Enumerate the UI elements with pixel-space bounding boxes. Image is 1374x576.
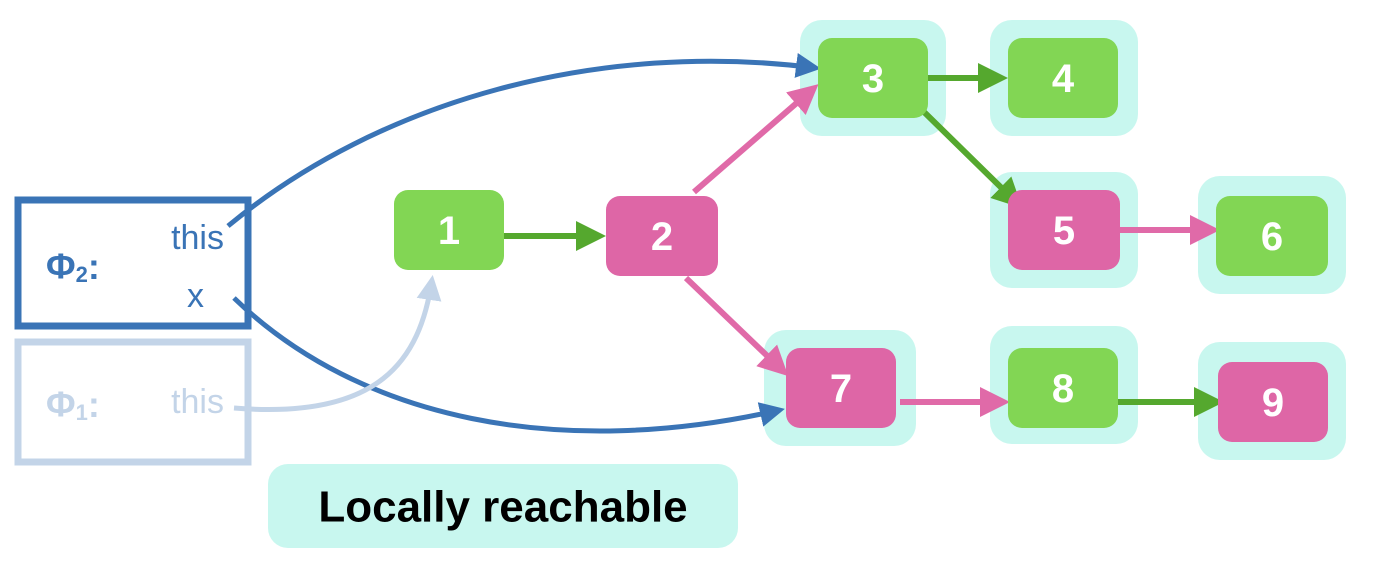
edges [226,53,1224,434]
edge-2-3 [692,84,819,195]
frame-phi2-label: Φ2: [46,246,100,287]
legend-box [268,464,738,548]
edge-phi1-this-1 [233,275,442,412]
edge-phi2-x-7 [232,296,785,434]
node-9: 9 [1218,362,1328,442]
node-4: 4 [1008,38,1118,118]
frame-phi2-field-x: x [187,277,204,315]
edge-2-7 [683,275,789,377]
node-1-label: 1 [438,209,460,253]
node-3-label: 3 [862,57,884,101]
node-6: 6 [1216,196,1328,276]
node-2-label: 2 [651,215,673,259]
node-8: 8 [1008,348,1118,428]
node-1: 1 [394,190,504,270]
node-2: 2 [606,196,718,276]
node-3: 3 [818,38,928,118]
frame-phi2: Φ2: this x [14,196,252,330]
node-7-label: 7 [830,367,852,411]
legend-text: Locally reachable [318,483,687,532]
edge-3-5 [919,107,1023,209]
frame-phi2-box [14,196,252,330]
edge-phi2-this-3 [226,53,821,228]
frame-phi2-field-this: this [171,219,224,257]
legend-locally-reachable: Locally reachable [268,464,738,548]
node-5-label: 5 [1053,209,1075,253]
node-8-label: 8 [1052,367,1074,411]
frame-phi1: Φ1: this [14,338,252,466]
frame-phi1-field-this: this [171,383,224,421]
nodes: 1 2 3 4 5 6 7 8 [394,38,1328,442]
frame-phi1-label: Φ1: [46,384,100,425]
node-6-label: 6 [1261,215,1283,259]
node-7: 7 [786,348,896,428]
node-5: 5 [1008,190,1120,270]
frame-phi1-box [14,338,252,466]
node-4-label: 4 [1052,57,1075,101]
node-9-label: 9 [1262,381,1284,425]
